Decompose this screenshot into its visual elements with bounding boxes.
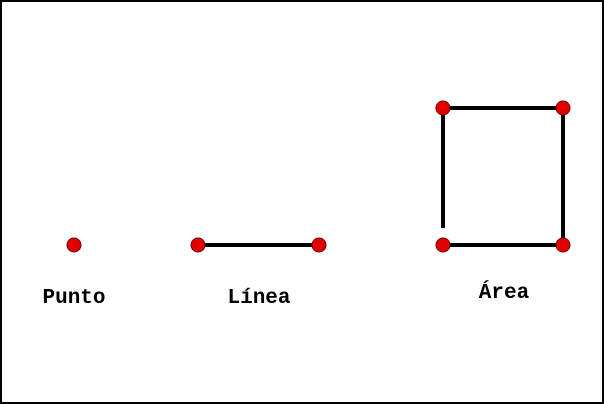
line-figure (190, 237, 327, 253)
point-label: Punto (42, 287, 105, 310)
line-start-vertex (190, 237, 206, 253)
area-vertex-top-right (555, 100, 571, 116)
area-figure (435, 100, 571, 253)
line-label: Línea (227, 287, 290, 310)
area-vertex-top-left (435, 100, 451, 116)
point-figure (66, 237, 82, 253)
area-vertex-bottom-right (555, 237, 571, 253)
area-label: Área (479, 281, 530, 305)
line-end-vertex (311, 237, 327, 253)
point-vertex (66, 237, 82, 253)
area-vertex-bottom-left (435, 237, 451, 253)
